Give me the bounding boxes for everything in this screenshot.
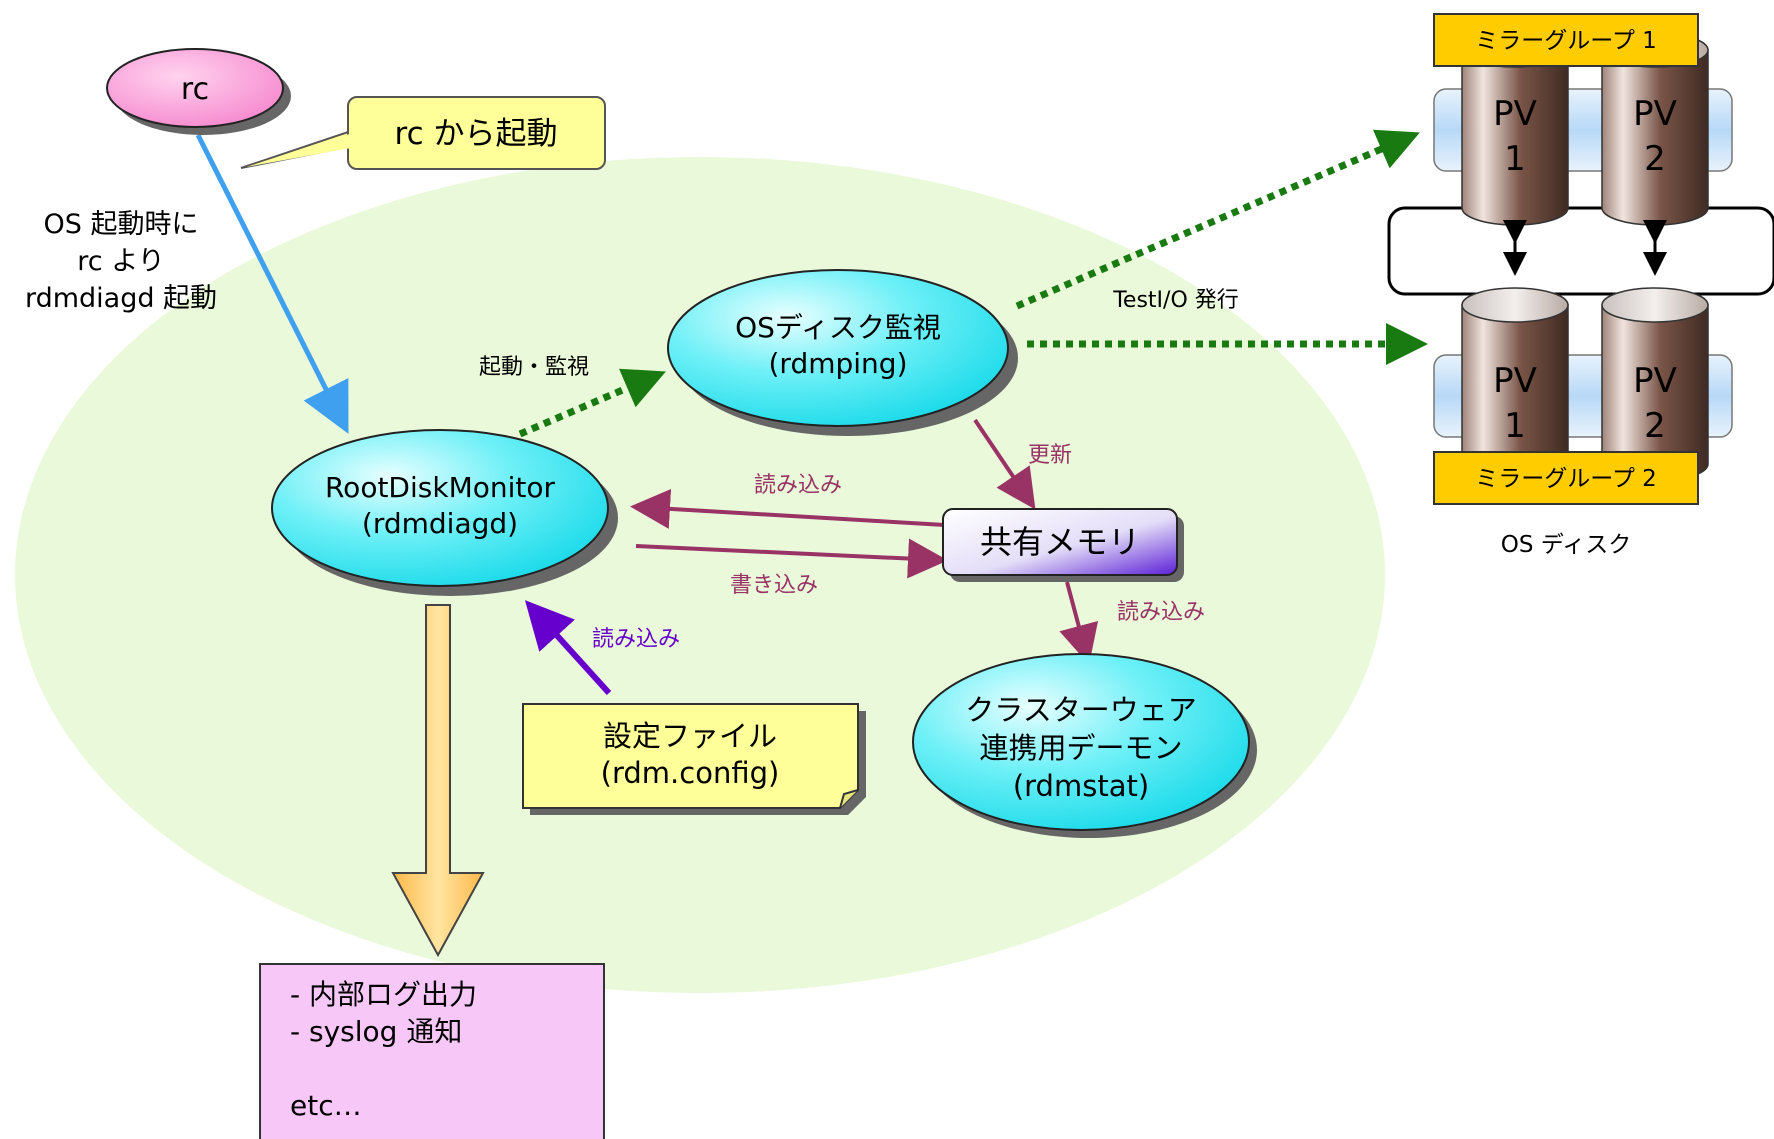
pv-bottom-1-label: PV	[1493, 361, 1537, 401]
cluster-read-label: 読み込み	[1117, 600, 1205, 625]
start-monitor-arrow	[518, 368, 666, 438]
clusterware-node	[912, 653, 1250, 831]
pv-bottom-2	[1601, 287, 1709, 482]
update-arrow	[973, 418, 1036, 510]
clusterware-label2: 連携用デーモン	[979, 731, 1182, 765]
osdisk-monitor-label: OSディスク監視	[735, 311, 941, 344]
pv-top-1-num: 1	[1504, 139, 1526, 179]
start-monitor-label: 起動・監視	[479, 355, 589, 380]
boot-arrow	[195, 133, 349, 434]
test-io-label: TestI/O 発行	[1112, 288, 1239, 313]
cluster-read-arrow	[1059, 581, 1099, 665]
write-shm-arrow	[635, 538, 948, 579]
shared-memory-label: 共有メモリ	[980, 523, 1140, 561]
pv-top-2-num: 2	[1644, 139, 1666, 179]
osdisk-monitor-sub: (rdmping)	[769, 347, 908, 380]
rc-label: rc	[181, 72, 209, 107]
boot-note-line1: OS 起動時に	[44, 209, 199, 240]
rootdisk-sub: (rdmdiagd)	[362, 507, 518, 540]
output-box	[259, 963, 605, 1139]
read-config-label: 読み込み	[592, 627, 680, 652]
boot-note-line3: rdmdiagd 起動	[25, 283, 217, 314]
rc-node	[106, 48, 284, 128]
rc-callout	[347, 96, 606, 170]
config-file-sub: (rdm.config)	[601, 756, 780, 790]
boot-note-line2: rc より	[77, 246, 164, 277]
pv-top-2-label: PV	[1633, 94, 1677, 134]
read-shm-arrow	[630, 488, 946, 529]
update-label: 更新	[1028, 443, 1072, 468]
output-line4: etc…	[290, 1089, 362, 1122]
read-config-arrow	[524, 600, 612, 696]
pv-bottom-2-label: PV	[1633, 361, 1677, 401]
mirror-group-1-label-box	[1433, 13, 1699, 67]
pv-bottom-1-num: 1	[1504, 406, 1526, 446]
config-file-label: 設定ファイル	[603, 719, 777, 753]
os-disk-caption: OS ディスク	[1501, 532, 1631, 558]
output-arrow	[391, 604, 485, 958]
rc-callout-label: rc から起動	[395, 116, 558, 152]
output-line2: - syslog 通知	[290, 1015, 462, 1048]
output-line1: - 内部ログ出力	[290, 978, 477, 1011]
rootdisk-label: RootDiskMonitor	[325, 471, 556, 504]
mirror-group-1-label: ミラーグループ 1	[1475, 28, 1657, 54]
test-io-arrow-1	[1015, 129, 1420, 310]
mirror-group-2-label-box	[1433, 451, 1699, 505]
mirror-group-2-label: ミラーグループ 2	[1475, 466, 1657, 492]
write-shm-label: 書き込み	[730, 573, 818, 598]
pv-top-1-label: PV	[1493, 94, 1537, 134]
rootdisk-monitor-node	[271, 429, 609, 587]
mirror-link-box	[1387, 206, 1774, 296]
pv-bottom-1	[1461, 287, 1569, 482]
pv-bottom-2-num: 2	[1644, 406, 1666, 446]
shared-memory-node	[942, 508, 1178, 576]
clusterware-label1: クラスターウェア	[965, 693, 1196, 727]
osdisk-monitor-node	[667, 269, 1009, 427]
clusterware-label3: (rdmstat)	[1013, 769, 1149, 803]
read-shm-label: 読み込み	[754, 473, 842, 498]
